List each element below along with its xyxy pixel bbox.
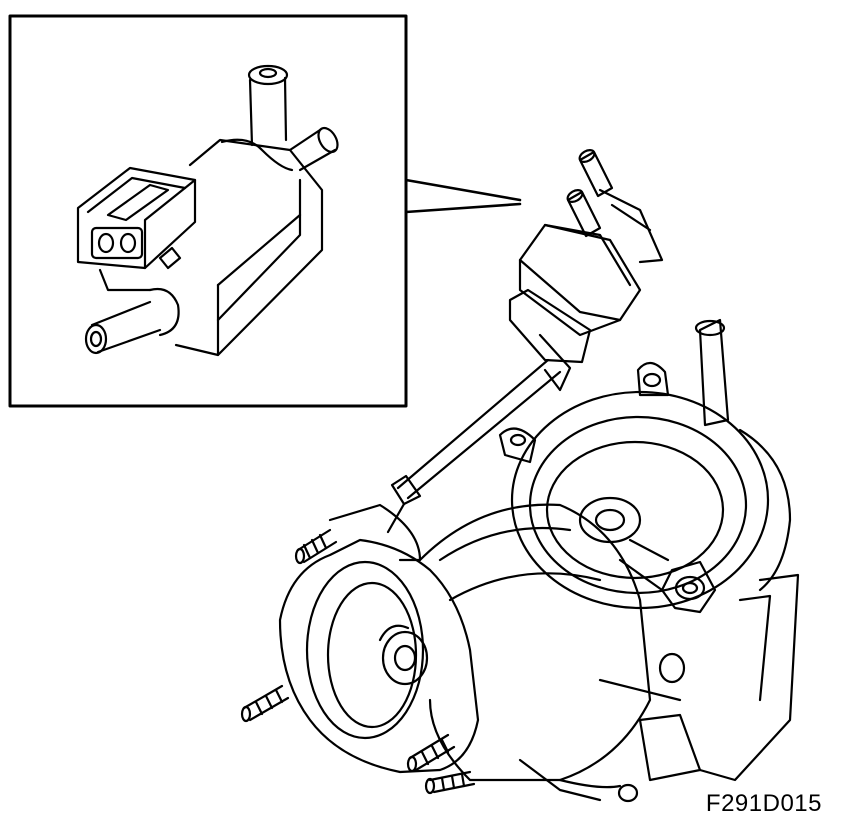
inset-frame	[8, 14, 408, 408]
solenoid-valve-icon	[76, 64, 339, 357]
figure-code-label: F291D015	[705, 790, 822, 817]
stud-lower	[424, 770, 476, 795]
stud-bottom	[406, 733, 456, 773]
callout-pointer	[404, 178, 522, 214]
turbocharger-icon	[240, 149, 800, 803]
stud-top	[294, 528, 338, 565]
stud-left	[240, 684, 290, 723]
